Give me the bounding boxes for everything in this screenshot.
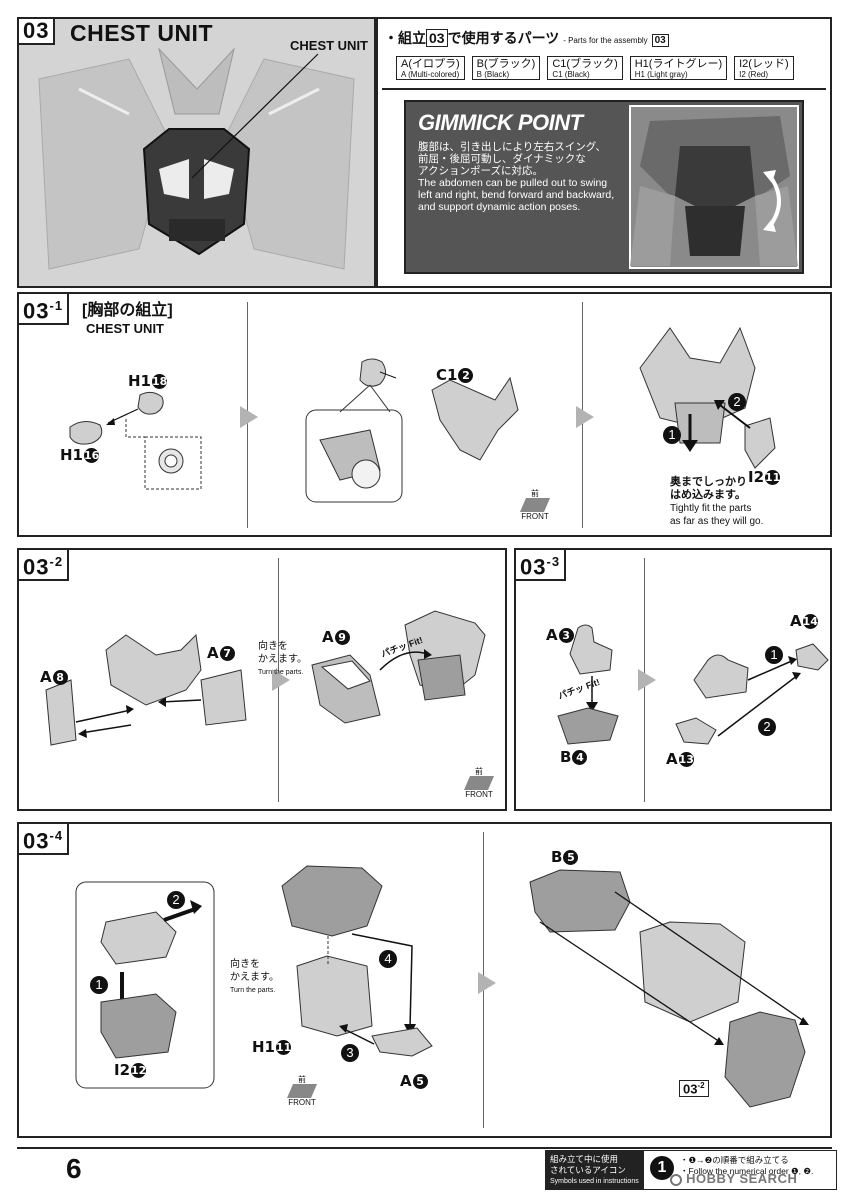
step3-right-drawing — [675, 643, 829, 745]
parts-c1-drawing — [305, 358, 519, 503]
step-03-1-subtitle: CHEST UNIT — [86, 321, 164, 336]
step-03-1-title: [胸部の組立] — [82, 302, 173, 319]
step-arrow-icon — [576, 406, 594, 428]
parts-assembly-drawing — [639, 326, 776, 469]
step2-left-drawing — [45, 633, 247, 746]
step-arrow-icon — [478, 972, 496, 994]
gimmick-photo — [629, 105, 799, 269]
step-03-4-tag: 03-4 — [17, 822, 70, 856]
step-arrow-icon — [638, 669, 656, 691]
label-a13: A13 — [666, 750, 694, 768]
watermark-logo-icon — [670, 1173, 682, 1186]
parts-h1-drawing — [69, 391, 202, 490]
step-arrow-icon — [240, 406, 258, 428]
step-number-1: 1 — [662, 426, 681, 444]
step-03-2-tag: 03-2 — [17, 548, 70, 582]
step-number-2: 2 — [757, 718, 776, 736]
label-h1-18: H118 — [128, 372, 168, 390]
watermark: HOBBY SEARCH — [670, 1171, 797, 1186]
parts-separator — [382, 88, 826, 90]
label-a14: A14 — [790, 612, 818, 630]
step4-right-drawing — [529, 869, 809, 1108]
step-number-2: 2 — [166, 891, 185, 909]
step2-right-drawing — [311, 610, 486, 724]
step-number-3: 3 — [340, 1044, 359, 1062]
turn-parts-note: 向きを かえます。 Turn the parts. — [230, 959, 279, 994]
gimmick-title: GIMMICK POINT — [418, 110, 583, 135]
reference-step-tag: 03-2 — [679, 1080, 709, 1098]
icons-legend-text: ・❶→❷の順番で組み立てる・Follow the numerical order… — [680, 1155, 814, 1176]
part-chip-a: A(イロプラ)A (Multi-colored) — [396, 56, 465, 80]
part-chip-c1: C1(ブラック)C1 (Black) — [547, 56, 623, 80]
step3-left-drawing — [557, 624, 619, 745]
gimmick-text: 腹部は、引き出しにより左右スイング、前屈・後屈可動し、ダイナミックなアクションポ… — [418, 141, 615, 213]
step-03-2-panel — [17, 548, 507, 811]
step-number-4: 4 — [378, 950, 397, 968]
footer-rule — [17, 1147, 832, 1149]
step-number-2: 2 — [727, 393, 746, 411]
step-number-1: 1 — [89, 976, 108, 994]
part-chip-h1: H1(ライトグレー)H1 (Light gray) — [629, 56, 728, 80]
part-chip-i2: I2(レッド)I2 (Red) — [734, 56, 794, 80]
step-arrow-icon — [272, 669, 290, 691]
chest-unit-illustration — [19, 19, 374, 286]
label-h1-16: H116 — [60, 446, 100, 464]
callout-leader-line — [191, 53, 319, 179]
label-h1-11: H111 — [252, 1038, 292, 1056]
page-title: CHEST UNIT — [70, 20, 213, 46]
step-03-3-panel — [514, 548, 832, 811]
step4-inset-drawing — [75, 881, 215, 1089]
label-i2-11: I211 — [748, 468, 781, 486]
step-03-1-tag: 03-1 — [17, 292, 70, 326]
fit-note: 奥までしっかり はめ込みます。 Tightly fit the parts as… — [670, 476, 764, 527]
turn-parts-note: 向きを かえます。 Turn the parts. — [258, 641, 307, 676]
step4-middle-drawing — [281, 865, 433, 1057]
step-tag: 03 — [17, 17, 56, 45]
chest-unit-callout: CHEST UNIT — [290, 38, 368, 53]
label-i2-12: I212 — [114, 1061, 147, 1079]
parts-list: A(イロプラ)A (Multi-colored)B(ブラック)B (Black)… — [396, 56, 801, 80]
step-03-3-tag: 03-3 — [514, 548, 567, 582]
step-number-1: 1 — [764, 646, 783, 664]
page-number: 6 — [66, 1153, 82, 1184]
part-chip-b: B(ブラック)B (Black) — [471, 56, 541, 80]
